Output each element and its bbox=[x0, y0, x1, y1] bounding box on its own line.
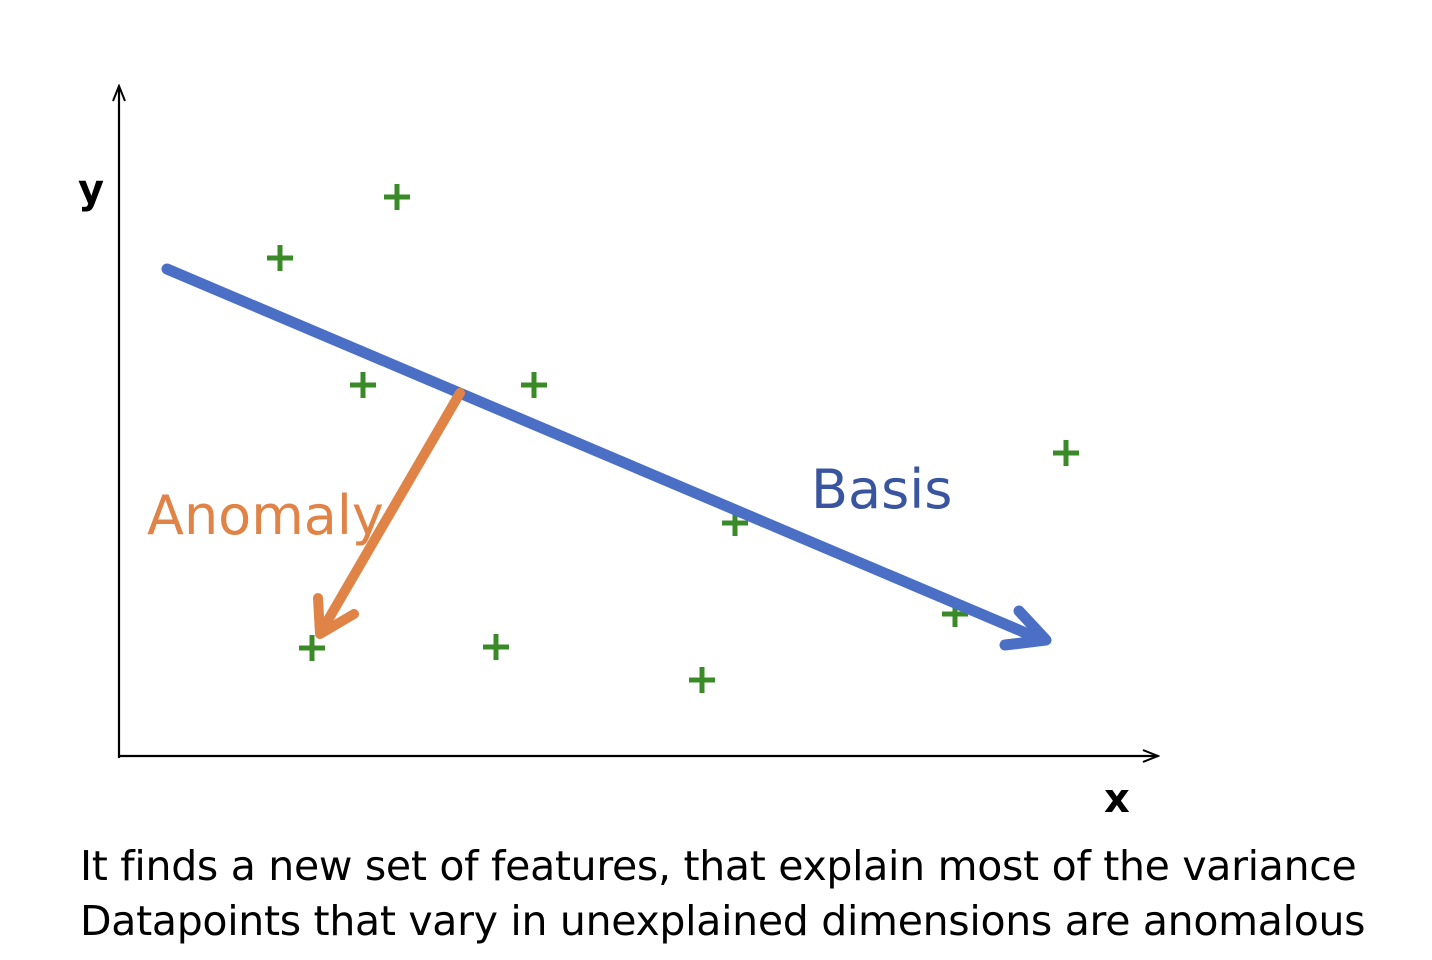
anomaly-arrow bbox=[313, 388, 465, 639]
x-axis-label: x bbox=[1104, 776, 1130, 822]
anomaly-arrow-head bbox=[313, 593, 359, 639]
data-point bbox=[350, 372, 376, 398]
caption-line-2: Datapoints that vary in unexplained dime… bbox=[80, 897, 1366, 945]
anomaly-label: Anomaly bbox=[147, 484, 384, 547]
basis-arrow-head bbox=[999, 605, 1052, 651]
data-point bbox=[299, 635, 325, 661]
basis-arrow bbox=[161, 263, 1052, 651]
basis-label: Basis bbox=[811, 458, 952, 521]
caption-line-1: It finds a new set of features, that exp… bbox=[80, 842, 1357, 890]
data-point bbox=[1053, 440, 1079, 466]
data-points bbox=[267, 184, 1079, 693]
data-point bbox=[483, 634, 509, 660]
data-point bbox=[267, 245, 293, 271]
data-point bbox=[521, 372, 547, 398]
y-axis-label: y bbox=[78, 167, 104, 213]
anomaly-arrow-shaft bbox=[316, 388, 465, 637]
data-point bbox=[384, 184, 410, 210]
basis-arrow-shaft bbox=[161, 263, 1046, 645]
data-point bbox=[689, 667, 715, 693]
